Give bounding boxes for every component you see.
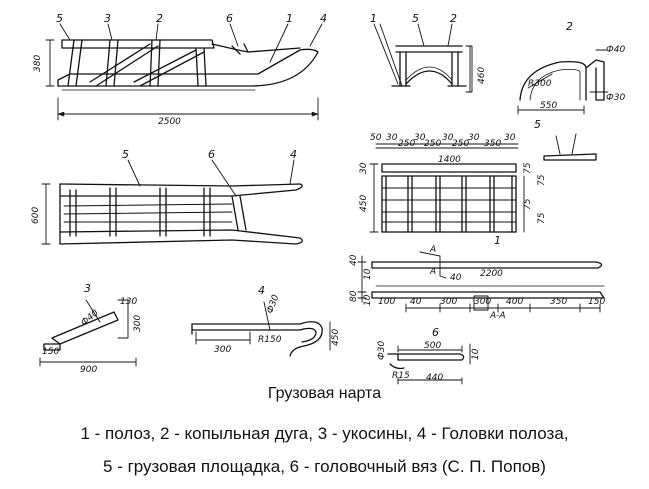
runner-dim-length: 2200 [480, 269, 503, 279]
figure-legend-line-1: 1 - полоз, 2 - копыльная дуга, 3 - укоси… [80, 424, 569, 443]
brace-dim-0: 130 [120, 297, 137, 307]
head-label: 4 [258, 284, 265, 297]
runner-left-dim-3: 10 [363, 294, 373, 306]
runner-mid-dim-0: 40 [450, 273, 462, 283]
side-dim-height: 380 [33, 55, 43, 72]
runner-section-mark-top: А [429, 245, 436, 255]
tie-label: 6 [432, 326, 439, 339]
platform-top-dim-3: 30 [414, 133, 426, 143]
tie-dim-3: R15 [392, 371, 410, 381]
platform-detail-drawing [369, 133, 597, 233]
runner-detail-drawing [357, 251, 605, 313]
front-dim-height: 460 [477, 67, 487, 84]
brace-dim-1: Ф40 [80, 308, 101, 328]
brace-label: 3 [84, 282, 91, 295]
platform-top-dim-5: 30 [442, 133, 454, 143]
arch-detail-drawing [517, 49, 609, 115]
head-dim-3: 450 [331, 329, 341, 346]
top-dim-width: 600 [31, 207, 41, 224]
brace-dim-3: 150 [42, 347, 59, 357]
figure-legend-line-2: 5 - грузовая площадка, 6 - головочный вя… [103, 457, 546, 476]
runner-label: 1 [494, 234, 501, 247]
side-label-4: 4 [320, 12, 327, 25]
front-label-5: 5 [412, 12, 419, 25]
tie-dim-0: Ф30 [377, 341, 387, 360]
head-dim-1: 300 [214, 345, 231, 355]
head-detail-drawing [191, 301, 331, 357]
arch-dim-side: Ф30 [606, 93, 625, 103]
head-detail-labels: 4 Ф30 300 R150 450 [214, 284, 341, 355]
runner-bottom-dim-0: 40 [410, 297, 422, 307]
top-label-4: 4 [290, 148, 297, 161]
tie-dim-1: 500 [424, 341, 441, 351]
side-view-labels: 5 3 2 6 1 4 380 2500 [33, 12, 327, 127]
platform-right-dim-0: 75 [523, 162, 533, 174]
brace-detail-drawing [39, 299, 137, 367]
runner-bottom-dim-4: 350 [550, 297, 567, 307]
top-label-5: 5 [122, 148, 129, 161]
arch-dim-width: 550 [540, 101, 557, 111]
runner-left-dim-4: 100 [378, 297, 395, 307]
side-view-drawing [45, 23, 323, 121]
platform-right-dim-2: 75 [523, 198, 533, 210]
figure-title: Грузовая нарта [267, 385, 382, 402]
arch-label: 2 [566, 20, 573, 33]
platform-right-dim-3: 75 [537, 212, 547, 224]
runner-bottom-dim-5: 150 [588, 297, 605, 307]
front-label-1: 1 [370, 12, 377, 25]
head-dim-0: Ф30 [265, 293, 281, 315]
platform-top-dim-8: 350 [484, 139, 501, 149]
platform-dim-length: 1400 [438, 155, 461, 165]
platform-right-dim-1: 75 [537, 174, 547, 186]
arch-detail-labels: 2 Ф40 R300 550 Ф30 [528, 20, 625, 111]
tie-detail-labels: 6 Ф30 500 10 R15 440 [377, 326, 481, 383]
runner-left-dim-2: 80 [349, 290, 359, 302]
arch-dim-radius: R300 [528, 79, 552, 89]
tie-detail-drawing [387, 343, 471, 385]
head-dim-2: R150 [258, 335, 282, 345]
tie-dim-2: 10 [471, 348, 481, 360]
runner-left-dim-0: 40 [349, 254, 359, 266]
runner-bottom-dim-2: 300 [474, 297, 491, 307]
runner-bottom-dim-3: 400 [506, 297, 523, 307]
platform-top-dim-2: 250 [398, 139, 415, 149]
platform-top-dim-0: 50 [370, 133, 382, 143]
side-dim-length: 2500 [158, 117, 181, 127]
top-view-drawing [41, 159, 303, 245]
platform-label: 5 [534, 118, 541, 131]
brace-dim-2: 300 [133, 315, 143, 332]
runner-section-mark-bottom: А [429, 267, 436, 277]
platform-top-dim-7: 30 [468, 133, 480, 143]
platform-left-dim-1: 450 [359, 195, 369, 212]
tie-dim-4: 440 [426, 373, 443, 383]
platform-top-dim-6: 250 [452, 139, 469, 149]
side-label-6: 6 [226, 12, 233, 25]
top-view-labels: 5 6 4 600 [31, 148, 297, 224]
runner-left-dim-1: 10 [363, 268, 373, 280]
platform-top-dim-4: 250 [424, 139, 441, 149]
front-label-2: 2 [450, 12, 457, 25]
side-label-2: 2 [156, 12, 163, 25]
front-view-drawing [373, 23, 473, 93]
platform-detail-labels: 5 50 30 250 30 250 30 250 30 350 30 1400… [359, 118, 547, 224]
side-label-1: 1 [286, 12, 293, 25]
side-label-5: 5 [56, 12, 63, 25]
runner-detail-labels: 1 А А 2200 40 10 80 10 100 40 300 300 40… [349, 234, 605, 321]
top-label-6: 6 [208, 148, 215, 161]
front-view-labels: 1 5 2 460 [370, 12, 487, 84]
arch-dim-top: Ф40 [606, 45, 625, 55]
runner-section-label: А-А [489, 311, 506, 321]
platform-left-dim-0: 30 [359, 162, 369, 174]
platform-top-dim-1: 30 [386, 133, 398, 143]
side-label-3: 3 [104, 12, 111, 25]
platform-top-dim-9: 30 [504, 133, 516, 143]
brace-dim-4: 900 [80, 365, 97, 375]
runner-bottom-dim-1: 300 [440, 297, 457, 307]
